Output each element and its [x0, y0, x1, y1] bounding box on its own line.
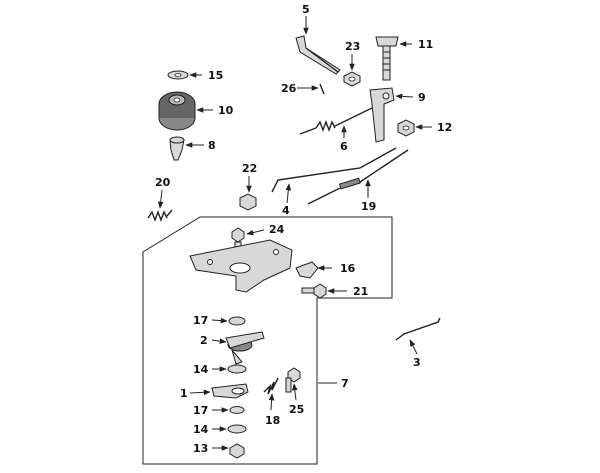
spring-18-part	[263, 377, 279, 395]
callout-3: 3	[413, 356, 421, 369]
callout-6: 6	[340, 140, 348, 153]
callout-18: 18	[265, 414, 280, 427]
washer-14-lower-part	[227, 424, 247, 434]
governor-rod-4-part	[271, 147, 397, 193]
nut-12-part	[397, 119, 415, 137]
callout-17-upper: 17	[193, 314, 208, 327]
clip-16-part	[295, 261, 319, 279]
washer-17-upper-part	[228, 316, 246, 326]
callout-2: 2	[200, 334, 208, 347]
callout-1: 1	[180, 387, 188, 400]
callout-12: 12	[437, 121, 452, 134]
callout-17-lower: 17	[193, 404, 208, 417]
choke-rod-3-part	[395, 317, 441, 341]
callout-24: 24	[269, 223, 285, 236]
callout-16: 16	[340, 262, 356, 275]
washer-15-part	[167, 70, 189, 80]
screw-21-part	[301, 283, 327, 299]
pin-26-part	[319, 83, 325, 95]
callout-20: 20	[155, 176, 171, 189]
nut-13-part	[229, 443, 245, 459]
washer-17-lower-part	[229, 406, 245, 414]
callout-10: 10	[218, 104, 234, 117]
callout-26: 26	[281, 82, 297, 95]
callout-14-lower: 14	[193, 423, 209, 436]
callout-14-upper: 14	[193, 363, 209, 376]
cable-19-part	[307, 149, 409, 205]
callout-23: 23	[345, 40, 360, 53]
callout-19: 19	[361, 200, 376, 213]
governor-shaft-5-part	[295, 35, 341, 75]
spring-link-6-part	[299, 107, 373, 135]
nut-22-part	[239, 193, 257, 211]
governor-gear-10-part	[158, 91, 196, 131]
bolt-11-part	[375, 36, 399, 81]
assembly-boundary-7	[142, 216, 393, 465]
governor-sleeve-8-part	[169, 136, 185, 161]
speed-lever-1-part	[211, 383, 249, 399]
callout-7: 7	[341, 377, 349, 390]
callout-15: 15	[208, 69, 223, 82]
washer-14-upper-part	[227, 364, 247, 374]
governor-lever-9-part	[369, 87, 395, 143]
control-lever-2-part	[225, 331, 265, 365]
callout-21: 21	[353, 285, 368, 298]
callout-4: 4	[282, 204, 290, 217]
callout-8: 8	[208, 139, 216, 152]
callout-labels: 5 23 11 15 26 9 10 12 8 6 22 20 4 19 24 …	[155, 3, 452, 455]
callout-9: 9	[418, 91, 426, 104]
spring-20-part	[147, 209, 173, 222]
callout-11: 11	[418, 38, 433, 51]
control-bracket-part	[189, 239, 293, 293]
leader-lines	[157, 16, 432, 451]
callout-13: 13	[193, 442, 208, 455]
callout-25: 25	[289, 403, 304, 416]
screw-25-part	[285, 367, 301, 393]
nut-23-part	[343, 71, 361, 87]
callout-22: 22	[242, 162, 257, 175]
callout-5: 5	[302, 3, 310, 16]
